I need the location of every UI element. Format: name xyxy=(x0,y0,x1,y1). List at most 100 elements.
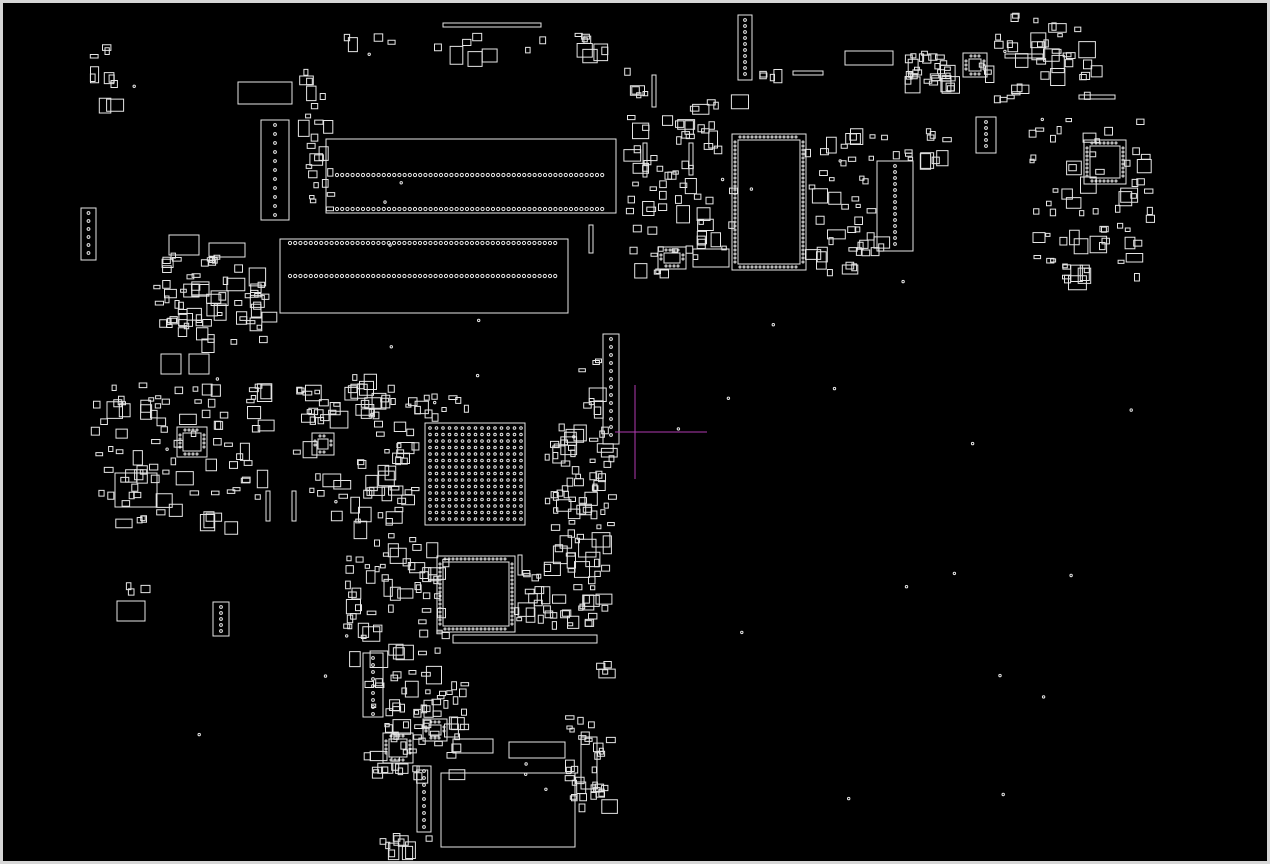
smd-component[interactable] xyxy=(586,552,600,566)
smd-component[interactable] xyxy=(225,443,233,446)
smd-component[interactable] xyxy=(882,135,888,140)
smd-component[interactable] xyxy=(1047,201,1052,206)
smd-component[interactable] xyxy=(1031,155,1036,160)
smd-component[interactable] xyxy=(390,700,400,711)
smd-component[interactable] xyxy=(1147,207,1152,214)
smd-component[interactable] xyxy=(589,722,595,728)
smd-component[interactable] xyxy=(578,717,583,724)
smd-component[interactable] xyxy=(585,492,597,505)
smd-component[interactable] xyxy=(206,513,222,521)
smd-component[interactable] xyxy=(460,724,468,729)
smd-component[interactable] xyxy=(1080,211,1084,216)
smd-component[interactable] xyxy=(827,270,832,276)
smd-component[interactable] xyxy=(551,441,559,447)
smd-component[interactable] xyxy=(375,421,383,427)
smd-component[interactable] xyxy=(1044,40,1048,47)
smd-component[interactable] xyxy=(150,464,158,470)
smd-component[interactable] xyxy=(590,473,597,480)
smd-component[interactable] xyxy=(609,495,617,500)
smd-component[interactable] xyxy=(599,669,615,678)
smd-component[interactable] xyxy=(215,422,222,430)
smd-component[interactable] xyxy=(245,294,250,298)
smd-component[interactable] xyxy=(422,609,431,613)
smd-component[interactable] xyxy=(597,525,601,529)
smd-component[interactable] xyxy=(104,73,114,84)
smd-component[interactable] xyxy=(169,504,182,516)
smd-component[interactable] xyxy=(356,405,374,416)
smd-component[interactable] xyxy=(398,768,402,775)
smd-component[interactable] xyxy=(310,196,314,199)
smd-component[interactable] xyxy=(416,585,421,593)
smd-component[interactable] xyxy=(545,611,553,618)
smd-component[interactable] xyxy=(591,586,595,590)
smd-component[interactable] xyxy=(846,134,861,144)
smd-component[interactable] xyxy=(979,63,984,67)
smd-component[interactable] xyxy=(200,515,214,531)
smd-component[interactable] xyxy=(538,615,543,623)
smd-component[interactable] xyxy=(633,182,639,186)
smd-component[interactable] xyxy=(1066,119,1072,122)
smd-component[interactable] xyxy=(1047,258,1054,263)
smd-component[interactable] xyxy=(821,149,829,155)
bga-chip[interactable] xyxy=(425,423,525,525)
smd-component[interactable] xyxy=(660,270,668,278)
smd-component[interactable] xyxy=(152,440,160,444)
resistor-array[interactable] xyxy=(689,143,693,175)
smd-component[interactable] xyxy=(212,258,217,263)
smd-component[interactable] xyxy=(545,498,549,504)
smd-component[interactable] xyxy=(394,732,398,739)
smd-component[interactable] xyxy=(423,706,431,712)
smd-component[interactable] xyxy=(596,594,612,604)
smd-component[interactable] xyxy=(1057,127,1061,134)
smd-component[interactable] xyxy=(722,246,727,250)
smd-component[interactable] xyxy=(596,471,602,478)
smd-component[interactable] xyxy=(369,409,374,417)
smd-component[interactable] xyxy=(197,328,208,340)
smd-component[interactable] xyxy=(869,156,873,160)
connector[interactable] xyxy=(417,766,431,832)
smd-component[interactable] xyxy=(112,385,116,390)
smd-component[interactable] xyxy=(405,490,412,495)
smd-component[interactable] xyxy=(658,247,663,251)
smd-component[interactable] xyxy=(297,387,302,394)
smd-component[interactable] xyxy=(391,399,395,405)
smd-component[interactable] xyxy=(561,440,568,445)
smd-component[interactable] xyxy=(1013,13,1020,18)
smd-component[interactable] xyxy=(240,443,249,460)
smd-component[interactable] xyxy=(680,183,687,187)
smd-component[interactable] xyxy=(468,52,482,67)
smd-component[interactable] xyxy=(180,414,197,424)
smd-component[interactable] xyxy=(602,427,609,434)
smd-component[interactable] xyxy=(235,265,243,272)
smd-component[interactable] xyxy=(590,459,595,462)
smd-component[interactable] xyxy=(311,104,317,109)
smd-component[interactable] xyxy=(862,250,870,256)
smd-component[interactable] xyxy=(867,209,876,213)
smd-component[interactable] xyxy=(855,227,860,232)
smd-component[interactable] xyxy=(162,399,169,404)
smd-component[interactable] xyxy=(303,391,312,395)
smd-component[interactable] xyxy=(348,386,357,393)
smd-component[interactable] xyxy=(204,512,214,528)
smd-component[interactable] xyxy=(566,429,584,442)
smd-component[interactable] xyxy=(251,396,255,400)
smd-component[interactable] xyxy=(386,842,390,848)
smd-component[interactable] xyxy=(420,630,428,637)
smd-component[interactable] xyxy=(165,289,177,297)
smd-component[interactable] xyxy=(1008,43,1018,52)
smd-component[interactable] xyxy=(770,74,774,80)
chip[interactable] xyxy=(161,354,181,374)
smd-component[interactable] xyxy=(1081,72,1089,79)
smd-component[interactable] xyxy=(945,67,951,70)
smd-component[interactable] xyxy=(1051,69,1065,86)
smd-component[interactable] xyxy=(379,471,395,486)
smd-component[interactable] xyxy=(214,304,226,320)
smd-component[interactable] xyxy=(402,495,415,505)
smd-component[interactable] xyxy=(560,536,572,548)
smd-component[interactable] xyxy=(315,120,323,124)
smd-component[interactable] xyxy=(1137,160,1151,173)
smd-component[interactable] xyxy=(179,320,188,326)
smd-component[interactable] xyxy=(579,804,585,812)
smd-component[interactable] xyxy=(908,157,912,160)
smd-component[interactable] xyxy=(137,466,147,483)
